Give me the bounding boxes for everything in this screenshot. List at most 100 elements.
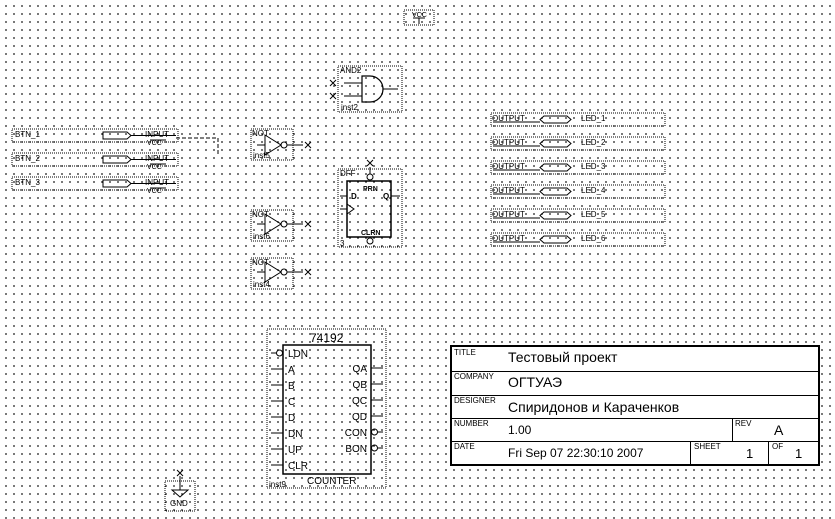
dff-prn: PRN xyxy=(363,186,378,193)
title-value: Тестовый проект xyxy=(508,349,618,365)
of-label: OF xyxy=(772,442,784,451)
counter-pin-bon[interactable]: BON xyxy=(345,444,383,455)
sheet-label: SHEET xyxy=(694,442,721,451)
led4-type: OUTPUT xyxy=(492,186,525,195)
btn1-name: BTN_1 xyxy=(15,130,40,139)
btn2-type: INPUT xyxy=(145,154,169,163)
and2-gate[interactable]: AND2 inst2 xyxy=(329,65,403,113)
counter-pin-qd[interactable]: QD xyxy=(352,412,383,423)
counter-pin-label: QA xyxy=(353,364,368,375)
led6-type: OUTPUT xyxy=(492,234,525,243)
btn3-default: VCC xyxy=(147,188,162,195)
led1-type: OUTPUT xyxy=(492,114,525,123)
number-value: 1.00 xyxy=(508,423,532,437)
designer-label: DESIGNER xyxy=(454,396,496,405)
counter-footer: COUNTER xyxy=(307,476,356,487)
dff-inst: 3 xyxy=(340,239,345,248)
counter-pin-ldn[interactable]: LDN xyxy=(271,349,308,360)
not-gate-inst4[interactable]: NOT inst4 xyxy=(250,257,312,290)
dff-d: D xyxy=(351,192,357,201)
counter-pin-up[interactable]: UP xyxy=(271,445,302,456)
output-pin-led4[interactable]: OUTPUT LED_4 xyxy=(490,184,666,199)
and2-type: AND2 xyxy=(340,66,362,75)
counter-title: 74192 xyxy=(310,331,344,345)
date-row: DATE Fri Sep 07 22:30:10 2007 SHEET 1 OF… xyxy=(452,441,818,464)
led5-type: OUTPUT xyxy=(492,210,525,219)
led3-name: LED_3 xyxy=(581,162,606,171)
counter-pin-c[interactable]: C xyxy=(271,397,295,408)
counter-pin-dn[interactable]: DN xyxy=(271,429,302,440)
of-value: 1 xyxy=(795,446,803,461)
not2-inst: inst6 xyxy=(253,232,270,241)
not-gate-inst6[interactable]: NOT inst6 xyxy=(250,209,312,242)
led2-name: LED_2 xyxy=(581,138,606,147)
counter-pin-label: C xyxy=(288,397,295,408)
date-label: DATE xyxy=(454,442,475,451)
counter-pin-label: D xyxy=(288,413,295,424)
title-label: TITLE xyxy=(454,348,476,357)
input-pin-btn1[interactable]: BTN_1 INPUT VCC xyxy=(11,128,179,147)
counter-pin-clr[interactable]: CLR xyxy=(271,461,308,472)
dff-block[interactable]: DFF PRN D Q CLRN 3 xyxy=(337,159,403,248)
vcc-symbol[interactable]: VCC xyxy=(403,9,435,26)
counter-pin-label: QB xyxy=(353,380,368,391)
output-pin-led2[interactable]: OUTPUT LED_2 xyxy=(490,136,666,151)
rev-value: A xyxy=(774,422,784,438)
output-pin-led1[interactable]: OUTPUT LED_1 xyxy=(490,112,666,127)
counter-pin-label: A xyxy=(288,365,295,376)
gnd-label: GND xyxy=(170,499,188,508)
company-label: COMPANY xyxy=(454,372,494,381)
not1-type: NOT xyxy=(252,129,269,138)
output-pin-led3[interactable]: OUTPUT LED_3 xyxy=(490,160,666,175)
counter-pin-b[interactable]: B xyxy=(271,381,295,392)
btn1-default: VCC xyxy=(147,140,162,147)
counter-pin-a[interactable]: A xyxy=(271,365,295,376)
not-gate-inst5[interactable]: NOT inst5 xyxy=(250,128,312,161)
led2-type: OUTPUT xyxy=(492,138,525,147)
btn3-name: BTN_3 xyxy=(15,178,40,187)
led1-name: LED_1 xyxy=(581,114,606,123)
dff-clrn: CLRN xyxy=(361,230,380,237)
dashed-wire[interactable] xyxy=(176,137,219,156)
input-pin-btn2[interactable]: BTN_2 INPUT VCC xyxy=(11,152,179,171)
counter-pin-label: LDN xyxy=(288,349,308,360)
title-row: TITLE Тестовый проект xyxy=(452,347,818,372)
dff-q: Q xyxy=(383,192,389,201)
gnd-symbol[interactable]: GND xyxy=(164,469,196,512)
btn3-type: INPUT xyxy=(145,178,169,187)
btn2-name: BTN_2 xyxy=(15,154,40,163)
counter-pin-con[interactable]: CON xyxy=(345,428,383,439)
rev-label: REV xyxy=(735,419,752,428)
counter-pin-label: QC xyxy=(352,396,367,407)
output-pin-led5[interactable]: OUTPUT LED_5 xyxy=(490,208,666,223)
counter-pin-label: CLR xyxy=(288,461,308,472)
led4-name: LED_4 xyxy=(581,186,606,195)
input-pin-btn3[interactable]: BTN_3 INPUT VCC xyxy=(11,176,179,195)
company-value: ОГТУАЭ xyxy=(508,374,563,390)
not3-type: NOT xyxy=(252,258,269,267)
counter-pin-label: UP xyxy=(288,445,302,456)
dff-type: DFF xyxy=(340,169,356,178)
counter-pin-label: QD xyxy=(352,412,367,423)
and2-inst: inst2 xyxy=(341,103,358,112)
counter-inst: inst9 xyxy=(269,480,286,489)
number-label: NUMBER xyxy=(454,419,489,428)
counter-pin-label: B xyxy=(288,381,295,392)
counter-right-pins: QA QB QC QD CON BON xyxy=(345,364,383,455)
company-row: COMPANY ОГТУАЭ xyxy=(452,371,818,396)
date-value: Fri Sep 07 22:30:10 2007 xyxy=(508,446,644,460)
number-row: NUMBER 1.00 REV A xyxy=(452,418,818,442)
output-pin-led6[interactable]: OUTPUT LED_6 xyxy=(490,232,666,247)
designer-value: Спиридонов и Караченков xyxy=(508,399,680,415)
title-block[interactable]: TITLE Тестовый проект COMPANY ОГТУАЭ DES… xyxy=(450,345,820,466)
not1-inst: inst5 xyxy=(253,151,270,160)
counter-pin-qc[interactable]: QC xyxy=(352,396,383,407)
counter-pin-qb[interactable]: QB xyxy=(353,380,383,391)
designer-row: DESIGNER Спиридонов и Караченков xyxy=(452,395,818,419)
counter-pin-qa[interactable]: QA xyxy=(353,364,383,375)
counter-pin-d[interactable]: D xyxy=(271,413,295,424)
